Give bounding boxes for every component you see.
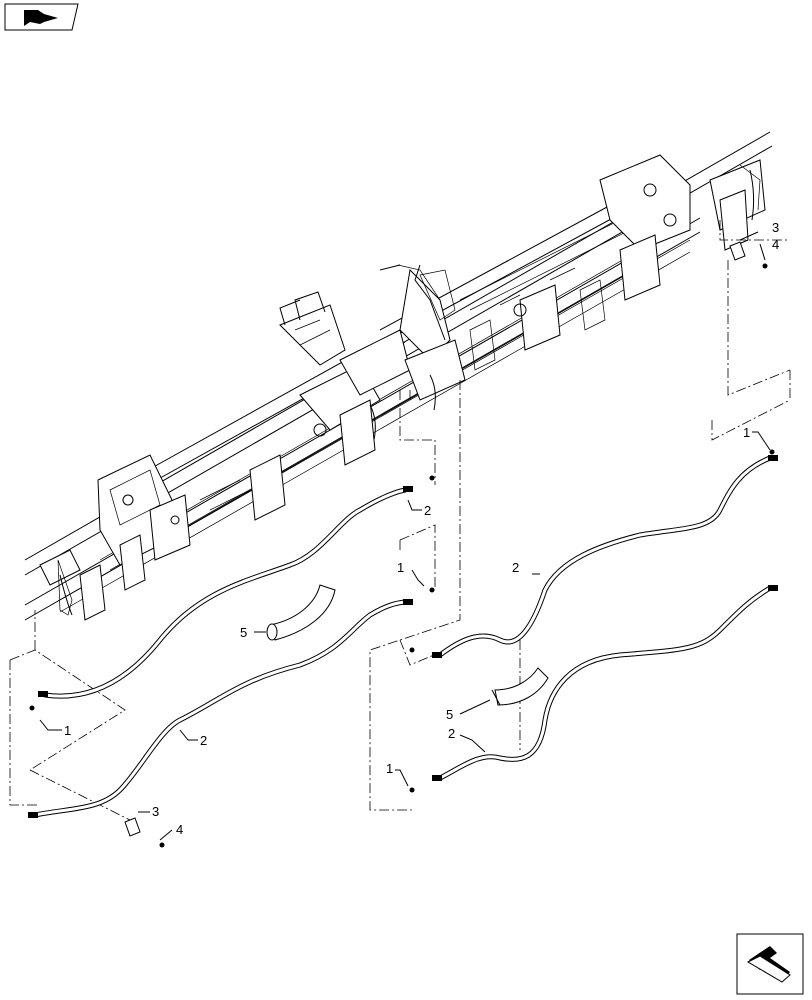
- hose-guard-right: [491, 667, 549, 706]
- callout-2: 2: [200, 733, 207, 748]
- next-page-arrow-icon[interactable]: [736, 933, 804, 995]
- callout-5: 5: [240, 625, 247, 640]
- hose-upper-left: [38, 486, 413, 699]
- fitting-parts: [29, 241, 775, 848]
- callout-1: 1: [397, 560, 404, 575]
- callout-1: 1: [64, 723, 71, 738]
- callout-3: 3: [772, 220, 779, 235]
- callout-1: 1: [743, 425, 750, 440]
- hose-lower-right: [432, 585, 778, 781]
- callout-leaders: [39, 231, 771, 841]
- hose-guard-left: [266, 584, 336, 641]
- leader-lines: [9, 220, 791, 821]
- callout-4: 4: [176, 822, 183, 837]
- callout-labels: 1 1 1 1 2 2 2 2 3 3 4 4 5 5: [64, 220, 779, 837]
- nav-arrow-icon[interactable]: [4, 3, 79, 31]
- callout-2: 2: [512, 560, 519, 575]
- callout-4: 4: [772, 237, 779, 252]
- callout-3: 3: [152, 804, 159, 819]
- callout-5: 5: [446, 707, 453, 722]
- hose-lower-left: [28, 599, 413, 818]
- callout-1: 1: [386, 761, 393, 776]
- machine-frame: [24, 131, 773, 621]
- callout-2: 2: [448, 726, 455, 741]
- hose-upper-right: [432, 455, 778, 658]
- callout-2: 2: [424, 503, 431, 518]
